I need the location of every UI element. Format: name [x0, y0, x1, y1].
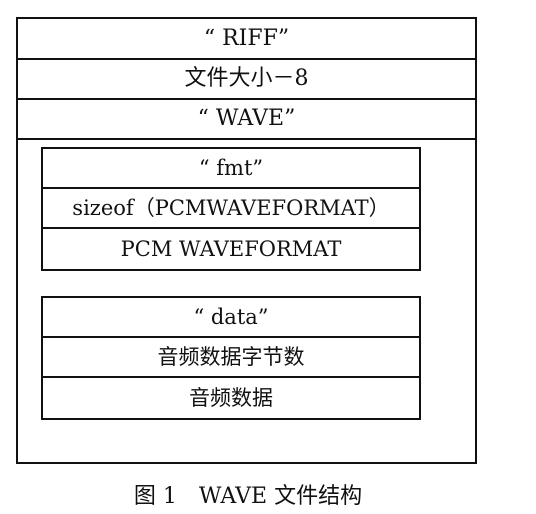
file-size-row: 文件大小－8	[18, 60, 475, 100]
wave-file-structure-box: “ RIFF” 文件大小－8 “ WAVE”	[16, 17, 477, 464]
wave-format-row: “ WAVE”	[18, 100, 475, 140]
riff-chunk-id-row: “ RIFF”	[18, 19, 475, 60]
data-chunk-audio-row: 音频数据	[189, 385, 273, 410]
data-chunk-box: “ data” 音频数据字节数 音频数据	[41, 296, 421, 420]
fmt-chunk-id-row: “ fmt”	[43, 149, 419, 189]
fmt-chunk-size-row: sizeof（PCMWAVEFORMAT）	[43, 189, 419, 229]
fmt-chunk-box: “ fmt” sizeof（PCMWAVEFORMAT） PCM WAVEFOR…	[41, 147, 421, 271]
figure-caption: 图 1 WAVE 文件结构	[133, 484, 363, 509]
data-chunk-size-row: 音频数据字节数	[43, 338, 419, 378]
data-chunk-id-row: “ data”	[43, 298, 419, 338]
fmt-chunk-data-row: PCM WAVEFORMAT	[120, 236, 342, 261]
